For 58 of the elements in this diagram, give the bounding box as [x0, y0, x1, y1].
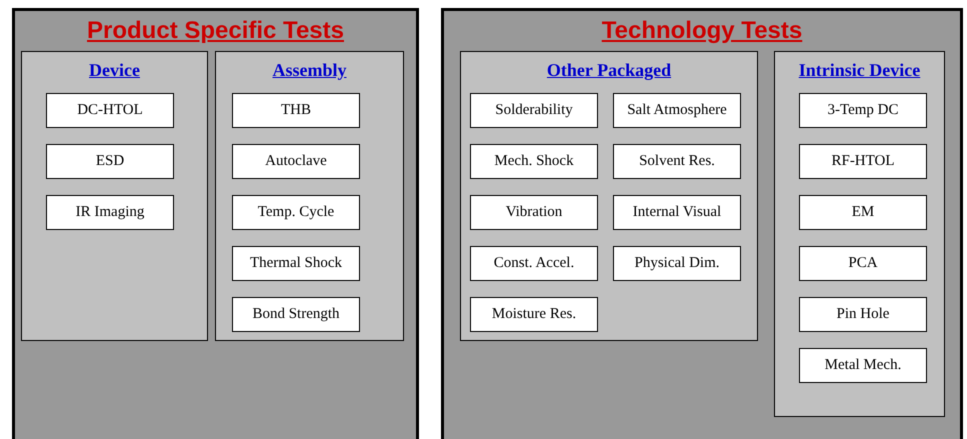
test-box — [799, 93, 927, 128]
test-name: DC-HTOL — [77, 102, 143, 119]
test-box — [613, 93, 741, 128]
panel — [441, 8, 963, 439]
test-name: EM — [852, 204, 874, 221]
test-box — [232, 246, 360, 281]
test-name: Internal Visual — [632, 204, 722, 221]
test-box — [46, 195, 174, 230]
group-title: Device — [88, 60, 141, 81]
group-panel — [774, 51, 945, 417]
group-title: Assembly — [271, 60, 348, 81]
test-name: ESD — [96, 153, 124, 170]
group-panel — [215, 51, 404, 341]
group-panel — [460, 51, 758, 341]
test-name: Mech. Shock — [494, 153, 574, 170]
panel-title: Product Specific Tests — [86, 17, 345, 45]
test-box — [613, 195, 741, 230]
test-box — [470, 246, 598, 281]
test-box — [799, 144, 927, 179]
test-name: Physical Dim. — [634, 255, 720, 272]
panel — [12, 8, 419, 439]
test-name: 3-Temp DC — [827, 102, 899, 119]
test-box — [799, 348, 927, 383]
test-name: Temp. Cycle — [258, 204, 334, 221]
test-name: Metal Mech. — [824, 357, 902, 374]
test-box — [470, 144, 598, 179]
test-name: Bond Strength — [252, 306, 340, 323]
group-title: Intrinsic Device — [798, 60, 922, 81]
test-box — [470, 297, 598, 332]
test-box — [470, 93, 598, 128]
test-box — [799, 195, 927, 230]
test-box — [613, 246, 741, 281]
test-name: Thermal Shock — [250, 255, 342, 272]
test-box — [232, 144, 360, 179]
test-name: PCA — [848, 255, 878, 272]
test-name: Salt Atmosphere — [627, 102, 727, 119]
group-title: Other Packaged — [546, 60, 672, 81]
test-name: IR Imaging — [76, 204, 144, 221]
test-box — [232, 195, 360, 230]
test-name: RF-HTOL — [831, 153, 895, 170]
test-box — [232, 93, 360, 128]
test-box — [232, 297, 360, 332]
test-box — [613, 144, 741, 179]
test-box — [799, 246, 927, 281]
test-name: Const. Accel. — [494, 255, 574, 272]
test-box — [470, 195, 598, 230]
test-name: Solvent Res. — [639, 153, 715, 170]
test-box — [46, 144, 174, 179]
test-box — [799, 297, 927, 332]
panel-title: Technology Tests — [600, 17, 804, 45]
group-panel — [21, 51, 208, 341]
test-name: Moisture Res. — [492, 306, 576, 323]
test-name: Solderability — [495, 102, 573, 119]
test-name: THB — [281, 102, 311, 119]
test-name: Pin Hole — [836, 306, 890, 323]
test-name: Vibration — [506, 204, 562, 221]
test-name: Autoclave — [265, 153, 327, 170]
test-box — [46, 93, 174, 128]
